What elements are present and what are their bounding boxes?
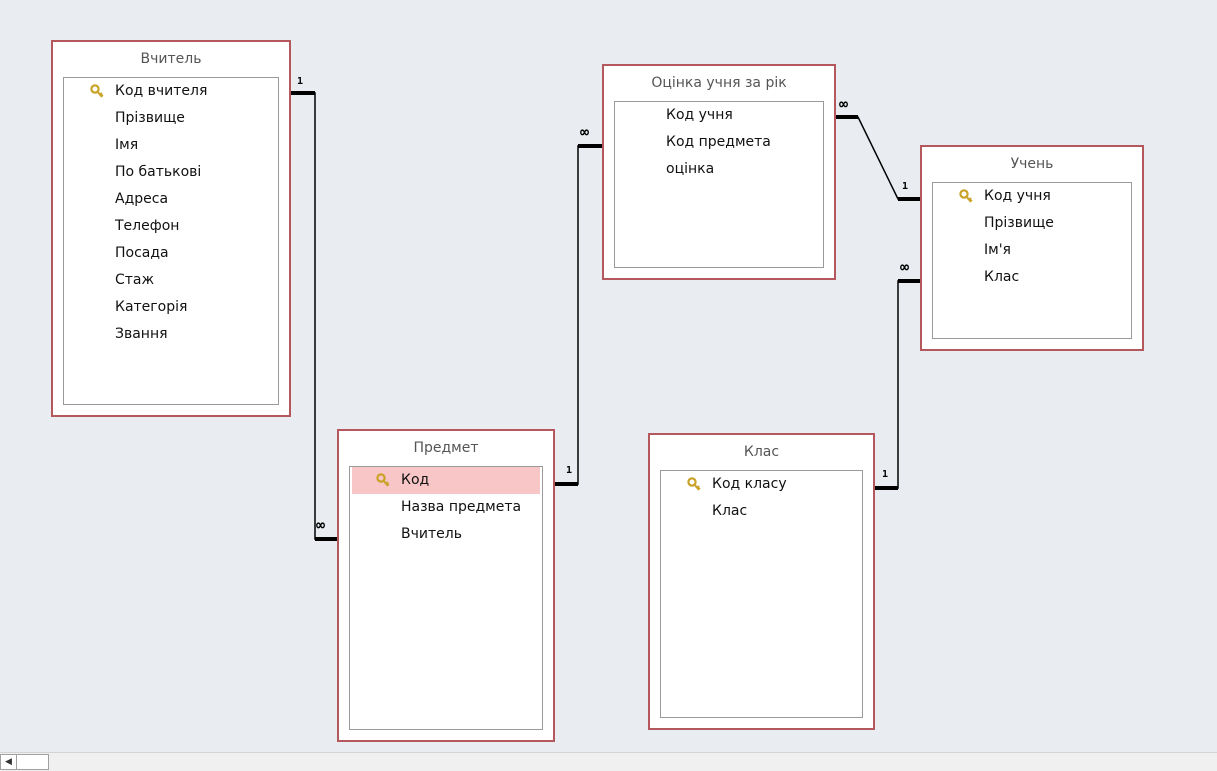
field-list[interactable]: Код класу Клас [660,470,863,718]
field-label: Код класу [712,476,787,492]
primary-key-icon [90,84,104,98]
field-list[interactable]: Код учня Код предмета оцінка [614,101,824,268]
table-title[interactable]: Учень [1010,156,1054,172]
field-label: Код учня [984,188,1051,204]
field-label: Код [401,472,430,488]
field-item[interactable]: Клас [661,498,862,525]
cardinality-one-class: 1 [882,469,889,480]
field-item[interactable]: Телефон [64,213,278,240]
field-item[interactable]: Прізвище [933,210,1131,237]
field-label: Звання [115,326,168,342]
field-label: Прізвище [115,110,185,126]
relationship-grade-student [836,116,921,200]
field-label: Вчитель [401,526,462,542]
scroll-thumb[interactable] [17,754,49,770]
primary-key-icon [687,477,701,491]
cardinality-many-subject-teacher: ∞ [316,516,325,534]
field-label: Код предмета [666,134,771,150]
field-label: Категорія [115,299,188,315]
field-item[interactable]: Адреса [64,186,278,213]
field-list[interactable]: Код вчителя Прізвище Імя По батькові Адр… [63,77,279,405]
field-item[interactable]: Код класу [661,471,862,498]
field-label: Код вчителя [115,83,208,99]
table-teacher[interactable]: Вчитель Код вчителя Прізвище Імя По бать… [51,40,291,417]
field-label: Клас [712,503,748,519]
cardinality-many-grade-student: ∞ [839,95,848,113]
cardinality-one-teacher: 1 [297,76,304,87]
field-label: Назва предмета [401,499,522,515]
field-item[interactable]: оцінка [615,156,823,183]
field-label: Код учня [666,107,733,123]
relationship-teacher-subject [291,92,338,540]
cardinality-one-student: 1 [902,181,909,192]
field-label: Посада [115,245,169,261]
field-label: Прізвище [984,215,1054,231]
field-label: Стаж [115,272,155,288]
field-label: Клас [984,269,1020,285]
relationships-canvas: 1 ∞ 1 ∞ ∞ 1 ∞ 1 Вчитель Код вчителя Пріз… [51,40,1144,742]
field-item[interactable]: Прізвище [64,105,278,132]
field-label: По батькові [115,164,202,180]
field-item[interactable]: Посада [64,240,278,267]
relationship-subject-grade [555,145,603,485]
field-item[interactable]: Імя [64,132,278,159]
table-title[interactable]: Клас [743,444,780,460]
table-student[interactable]: Учень Код учня Прізвище Ім'я Клас [920,145,1144,351]
field-item[interactable]: По батькові [64,159,278,186]
scroll-left-arrow-icon[interactable]: ◀ [0,754,17,770]
field-list[interactable]: Код Назва предмета Вчитель [349,466,543,730]
field-item[interactable]: Стаж [64,267,278,294]
field-label: Імя [115,137,139,153]
field-label: Телефон [115,218,180,234]
cardinality-many-grade-subject: ∞ [580,123,589,141]
field-item[interactable]: Код учня [615,102,823,129]
field-item[interactable]: Вчитель [350,521,542,548]
field-item[interactable]: Клас [933,264,1131,291]
primary-key-icon [376,473,390,487]
field-item[interactable]: Категорія [64,294,278,321]
table-student-year-grade[interactable]: Оцінка учня за рік Код учня Код предмета… [602,64,836,280]
field-item[interactable]: Код учня [933,183,1131,210]
field-list[interactable]: Код учня Прізвище Ім'я Клас [932,182,1132,339]
field-item-selected[interactable]: Код [352,467,540,494]
field-item[interactable]: Ім'я [933,237,1131,264]
table-title[interactable]: Вчитель [140,51,202,67]
table-title[interactable]: Предмет [413,440,479,456]
field-item[interactable]: Код вчителя [64,78,278,105]
field-label: Ім'я [984,242,1011,258]
cardinality-one-subject: 1 [566,465,573,476]
field-label: Адреса [115,191,169,207]
horizontal-scrollbar[interactable]: ◀ [0,752,1217,771]
table-subject[interactable]: Предмет Код Назва предмета Вчитель [337,429,555,742]
table-title[interactable]: Оцінка учня за рік [651,75,787,91]
field-item[interactable]: Звання [64,321,278,348]
relationship-class-student [875,280,921,489]
field-item[interactable]: Назва предмета [350,494,542,521]
field-item[interactable]: Код предмета [615,129,823,156]
table-class[interactable]: Клас Код класу Клас [648,433,875,730]
primary-key-icon [959,189,973,203]
field-label: оцінка [666,161,715,177]
cardinality-many-student-class: ∞ [900,258,909,276]
